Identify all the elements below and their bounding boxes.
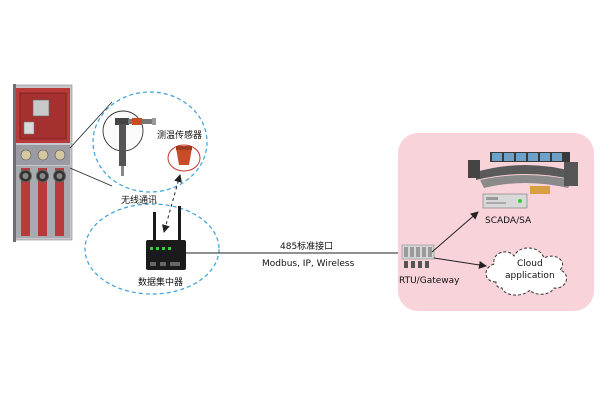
protocols-label: Modbus, IP, Wireless [262, 259, 355, 269]
rtu-gateway-icon [401, 244, 435, 268]
cloud-label-line2: application [505, 271, 555, 281]
control-room-icon [468, 152, 578, 194]
cloud-icon [485, 247, 568, 296]
zoom-line-bottom [69, 167, 113, 187]
cable-probe-icon [102, 110, 156, 176]
concentrator-dashed-oval [84, 203, 220, 295]
wireless-dashed-link [162, 174, 182, 233]
protocol-485-label: 485标准接口 [280, 242, 334, 252]
scada-label: SCADA/SA [485, 216, 532, 226]
temp-sensor-label: 测温传感器 [157, 131, 203, 141]
arrow-to-scada [431, 211, 479, 253]
switchgear-cabinet-icon [13, 84, 73, 242]
arrow-to-cloud [433, 257, 487, 269]
sensor-dashed-oval [92, 91, 208, 193]
cloud-label-line1: Cloud [516, 259, 543, 269]
rtu-gateway-label: RTU/Gateway [399, 276, 460, 286]
zoom-line-top [69, 101, 113, 149]
wireless-comm-label: 无线通讯 [121, 196, 158, 206]
cloud-label: Cloud application [505, 258, 555, 282]
data-concentrator-icon [146, 206, 186, 270]
data-concentrator-label: 数据集中器 [138, 278, 184, 288]
temperature-sensor-icon [167, 144, 201, 172]
scada-server-icon [482, 193, 528, 209]
